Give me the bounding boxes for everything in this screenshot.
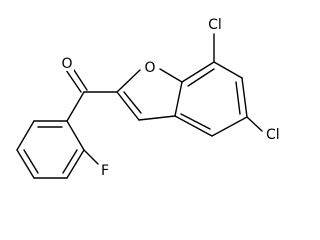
bond-c3-c2: [66, 149, 85, 179]
fluorine-label: F: [101, 163, 109, 179]
furan-ring: [116, 68, 183, 121]
bond-c7a-o1: [159, 68, 183, 83]
bond-c4-c3a: [174, 115, 213, 137]
bond-c6-c5: [241, 77, 248, 118]
double-bond-c6-c5: [235, 81, 241, 115]
benzo-ring: [174, 33, 263, 137]
molecule-diagram: O O Cl Cl F: [16, 17, 280, 179]
carbonyl-group: [65, 66, 118, 122]
chlorine-5-label: Cl: [266, 127, 280, 143]
chlorine-7-label: Cl: [208, 17, 222, 33]
atom-labels: O O Cl Cl F: [60, 17, 280, 179]
bond-co-2: [71, 66, 88, 91]
double-bond-c3-c2: [62, 149, 78, 174]
bond-c5-c4: [16, 149, 35, 179]
bond-c3a-c7a: [174, 81, 183, 117]
bond-c7-c6: [213, 61, 243, 79]
ring-oxygen-label: O: [144, 60, 155, 76]
bond-c6-c5: [16, 120, 35, 151]
bond-c2-c1: [66, 120, 85, 151]
fluorophenyl-ring: [16, 120, 99, 179]
bond-co-1: [65, 69, 82, 93]
double-bond-c2-c3: [123, 91, 142, 114]
bond-c5-cl: [246, 116, 263, 132]
double-bond-c4-c3a: [180, 113, 211, 130]
bond-c7a-c7: [181, 61, 215, 83]
bond-o1-c2: [116, 69, 141, 93]
double-bond-c5-c4: [23, 149, 39, 174]
structure-svg: O O Cl Cl F: [16, 17, 280, 179]
bond-c5-c4: [211, 116, 248, 137]
bond-c-f: [83, 149, 99, 165]
bond-ring-carbonyl: [66, 91, 85, 122]
carbonyl-oxygen-label: O: [61, 56, 72, 72]
double-bond-c7a-c7: [187, 68, 215, 87]
bond-c2-c3: [116, 91, 140, 121]
bond-c3-c3a: [138, 115, 176, 121]
